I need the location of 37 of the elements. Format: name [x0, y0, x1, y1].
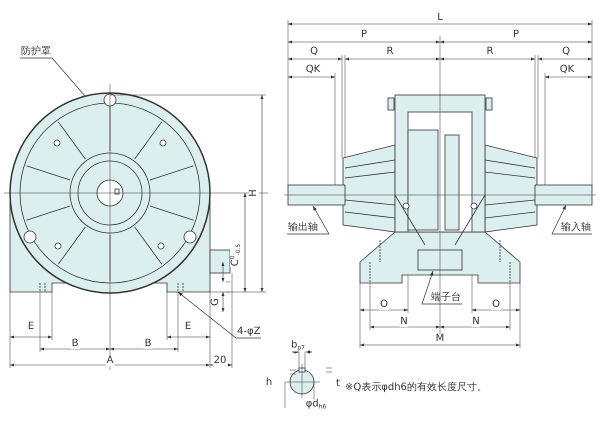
dimension-label: B: [144, 339, 152, 349]
dimension-label: O: [491, 300, 501, 310]
leader-line: [551, 204, 592, 234]
dimension-label: QK: [304, 65, 322, 75]
dimension-label: G: [211, 297, 221, 307]
dimension-label: H: [249, 188, 259, 198]
dimension-label: t: [335, 379, 341, 389]
part-label: 4-φZ: [236, 326, 262, 338]
leader-line: [286, 206, 330, 234]
leader-line: [422, 270, 462, 304]
dimension-label: R: [386, 47, 394, 57]
dimension-label: L: [436, 13, 444, 23]
dimension-label: N: [471, 317, 481, 327]
note-text: ※Q表示φdh6的有效长度尺寸。: [344, 383, 488, 393]
dimension-label: b$_{p7}$: [290, 340, 306, 352]
dimension-label: 20: [212, 356, 228, 366]
dimension-label: M: [434, 334, 446, 344]
part-label: 端子台: [430, 292, 462, 304]
leader-line: [20, 58, 86, 96]
dimension-label: E: [184, 322, 192, 332]
dimension-label: O: [379, 300, 389, 310]
leader-line: [178, 292, 262, 338]
dimension-label: B: [70, 339, 80, 349]
dimension-label: Q: [561, 47, 571, 57]
part-label: 输出轴: [287, 222, 319, 234]
dimension-label: A: [106, 356, 114, 366]
part-label: 防护罩: [20, 46, 52, 58]
dimension-label: QK: [558, 65, 576, 75]
dimension-label: R: [486, 47, 494, 57]
dimension-label: N: [399, 317, 409, 327]
dimension-label: P: [360, 30, 368, 40]
dimension-label: Q: [309, 47, 319, 57]
part-label: 输入轴: [560, 222, 592, 234]
dimension-label: P: [512, 30, 520, 40]
dimension-label: E: [26, 322, 36, 332]
dimension-label: h: [264, 378, 274, 388]
dimension-label: φd$_{h6}$: [304, 400, 328, 410]
